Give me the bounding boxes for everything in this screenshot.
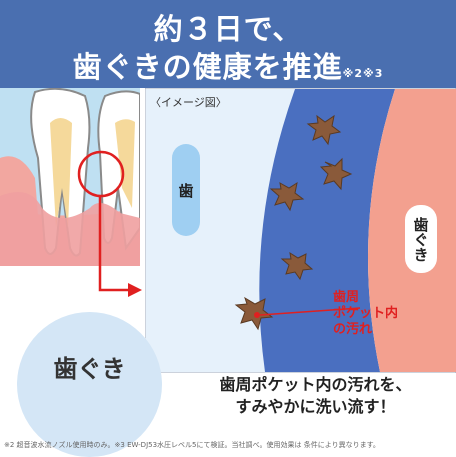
- footnote: ※2 超音波水流ノズル使用時のみ。※3 EW-DJ53水圧レベル5にて検証。当社…: [4, 441, 380, 449]
- tooth-closeup: [0, 88, 140, 266]
- pocket-label: 歯周 ポケット内 の汚れ: [333, 290, 398, 338]
- caption-line1: 歯周ポケット内の汚れを、: [219, 375, 412, 394]
- gum-tag: 歯ぐき: [405, 205, 437, 273]
- headline-line2-text: 歯ぐきの健康を推進: [72, 50, 343, 84]
- pocket-illustration: 〈イメージ図〉 歯 歯ぐき 歯周 ポケット内 の汚れ: [144, 87, 456, 374]
- caption: 歯周ポケット内の汚れを、 すみやかに洗い流す！: [175, 374, 456, 418]
- headline-note: ※2※3: [342, 67, 384, 80]
- tooth-tag-text: 歯: [176, 182, 195, 198]
- pocket-label-line: 歯周: [333, 290, 360, 305]
- headline-line2: 歯ぐきの健康を推進※2※3: [0, 44, 456, 86]
- pocket-label-line: ポケット内: [333, 306, 399, 321]
- gum-circle: [17, 312, 162, 457]
- caption-line2: すみやかに洗い流す！: [235, 397, 396, 416]
- tooth-illustration: [0, 88, 140, 266]
- pocket-label-line: の汚れ: [333, 322, 373, 337]
- gum-tag-text: 歯ぐき: [411, 216, 430, 262]
- header-banner: 約３日で、 歯ぐきの健康を推進※2※3: [0, 0, 456, 88]
- tooth-tag: 歯: [172, 144, 200, 236]
- gum-circle-label: 歯ぐき: [53, 355, 126, 383]
- headline-line1: 約３日で、: [153, 12, 303, 46]
- image-label: 〈イメージ図〉: [150, 96, 227, 109]
